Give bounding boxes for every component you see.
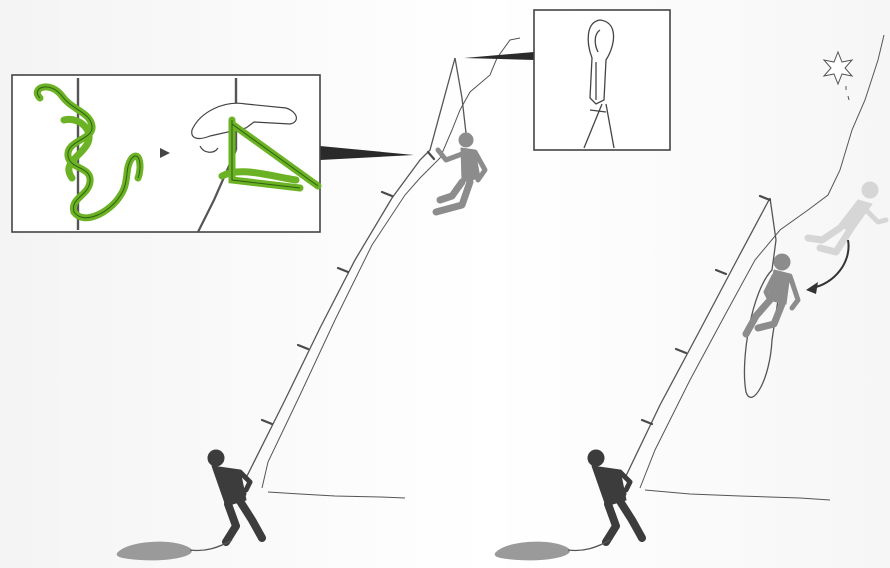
ground-line-left (268, 492, 405, 498)
quickdraws-right (642, 196, 770, 424)
impact-star-icon (824, 52, 852, 100)
carabiner-inset-pointer (464, 52, 534, 60)
ground-line-right (645, 490, 830, 500)
belayer-figure-right (588, 450, 642, 542)
ghost-climber-figure (808, 182, 886, 252)
belayer-figure-left (208, 450, 262, 542)
knot-inset-pointer (320, 146, 414, 160)
climber-figure-left (436, 133, 485, 212)
rope-pile-right (495, 542, 570, 561)
rope-right (625, 198, 770, 478)
rope-pile-left (117, 542, 192, 561)
knot-inset (12, 75, 414, 232)
carabiner-inset (464, 10, 670, 150)
rock-wall-right (640, 35, 884, 488)
